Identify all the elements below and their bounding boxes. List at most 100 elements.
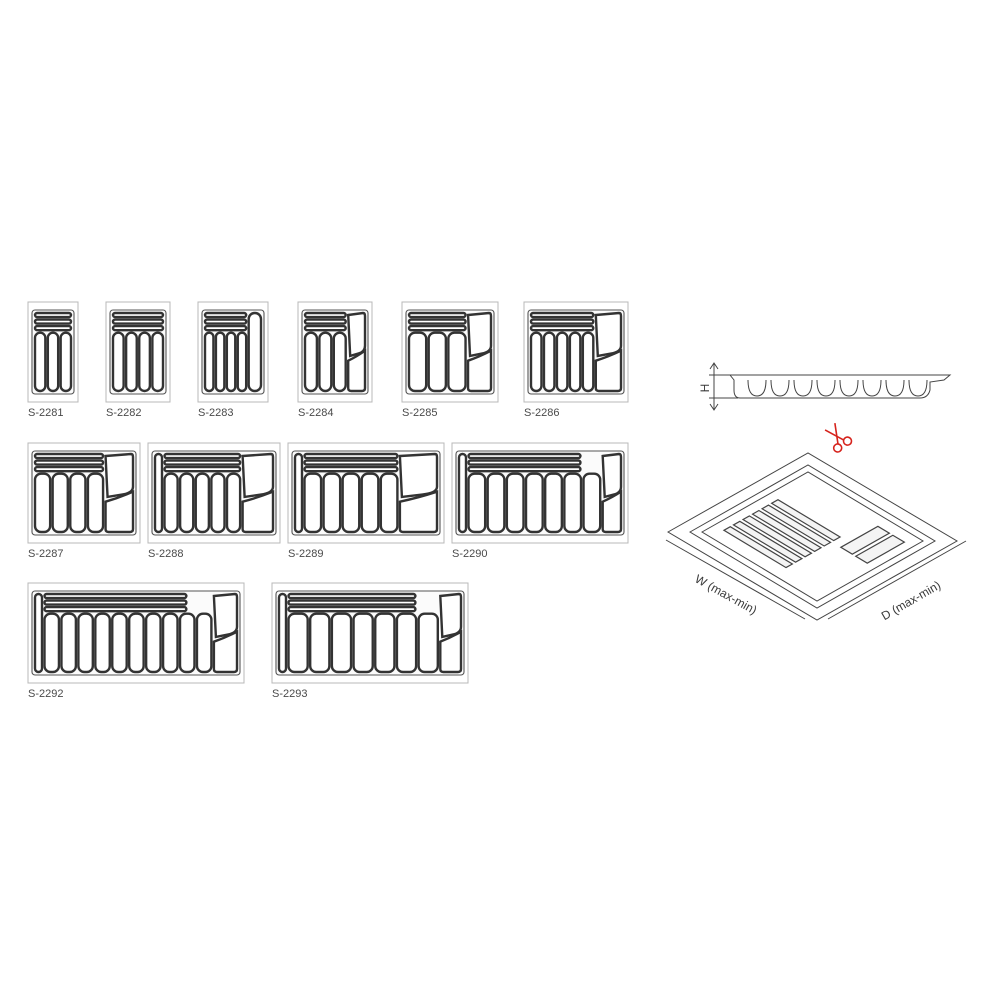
height-arrows [709,362,719,411]
tray-compartment [563,472,583,534]
tray-compartment [467,472,487,534]
tray-compartment [178,472,195,534]
tray-compartment [94,612,111,674]
tray-compartment [417,612,440,674]
tray-compartment [303,331,319,393]
tray-compartment [427,331,448,393]
curved-compartment [594,311,623,358]
tray-compartment [111,311,165,319]
curved-compartment [104,452,135,499]
tray-compartment [163,459,242,466]
tray-compartment [287,605,417,613]
tray-code-label: S-2287 [28,548,63,560]
tray-compartment [293,452,304,534]
tray-compartment [360,472,380,534]
curved-compartment [439,629,463,674]
curved-compartment [398,490,439,534]
tray-compartment [203,311,248,319]
tray-compartment [225,331,237,393]
tray-compartment [247,311,263,393]
tray-compartment [124,331,138,393]
curved-compartment [241,489,275,534]
tray-compartment [33,465,105,473]
scissors-icon [824,422,853,453]
tray-compartment [161,612,179,674]
tray-compartment [287,599,417,606]
tray-code-label: S-2284 [298,407,333,419]
tray-compartment [210,472,226,534]
tray-compartment [303,465,399,473]
curved-compartment [601,452,623,499]
tray-compartment [467,452,582,460]
curved-compartment [601,489,623,534]
tray-compartment [60,612,78,674]
tray-compartment [138,331,152,393]
profile-pocket [793,379,813,397]
tray-compartment [303,324,347,332]
tray-compartment [163,465,242,473]
tray-compartment [555,331,569,393]
tray-S-2284: S-2284 [297,301,373,419]
tray-compartment [529,331,543,393]
tray-compartment [51,472,69,534]
tray-compartment [111,612,128,674]
tray-compartment [542,331,556,393]
curved-compartment [466,311,493,358]
tray-S-2289: S-2289 [287,442,445,560]
isometric-view: W (max-min) D (max-min) [665,422,967,623]
side-profile-view: H [698,362,952,411]
iso-compartments [722,499,906,569]
tray-compartment [407,318,467,325]
tray-compartment [457,452,468,534]
tray-compartment [374,612,396,674]
profile-pocket [885,379,905,397]
tray-compartment [43,612,61,674]
width-dimension-line [665,539,806,620]
tray-compartment [407,311,467,319]
tray-compartment [543,472,564,534]
tray-compartment [33,459,105,466]
iso-side-compartment [854,534,906,564]
tray-code-label: S-2290 [452,548,487,560]
tray-compartment [303,459,399,466]
curved-compartment [346,311,367,358]
tray-compartment [33,324,73,332]
curved-compartment [594,348,623,393]
tray-compartment [77,612,95,674]
tray-code-label: S-2285 [402,407,437,419]
tray-compartment [581,331,595,393]
tray-compartment [43,605,188,613]
tray-compartment [225,472,242,534]
profile-outline [728,374,952,399]
tray-S-2288: S-2288 [147,442,281,560]
tray-compartment [236,331,248,393]
tray-compartment [144,612,162,674]
tray-S-2283: S-2283 [197,301,269,419]
tray-compartment [447,331,467,393]
tray-compartment [303,472,323,534]
curved-compartment [241,452,275,499]
tray-compartment [582,472,602,534]
tray-code-label: S-2286 [524,407,559,419]
tray-compartment [379,472,399,534]
tray-compartment [59,331,73,393]
curved-compartment [212,592,239,639]
tray-code-label: S-2282 [106,407,141,419]
tray-compartment [46,331,60,393]
tray-code-label: S-2281 [28,407,63,419]
tray-compartment [195,612,213,674]
tray-compartment [568,331,582,393]
tray-compartment [287,612,309,674]
tray-S-2286: S-2286 [523,301,629,419]
iso-side-compartment [839,525,891,555]
tray-compartment [330,612,353,674]
iso-channel [722,526,794,569]
tray-compartment [486,472,506,534]
tray-compartment [303,311,347,319]
tray-compartment [33,311,73,319]
curved-compartment [347,348,367,393]
tray-compartment [529,311,595,319]
tray-S-2285: S-2285 [401,301,499,419]
